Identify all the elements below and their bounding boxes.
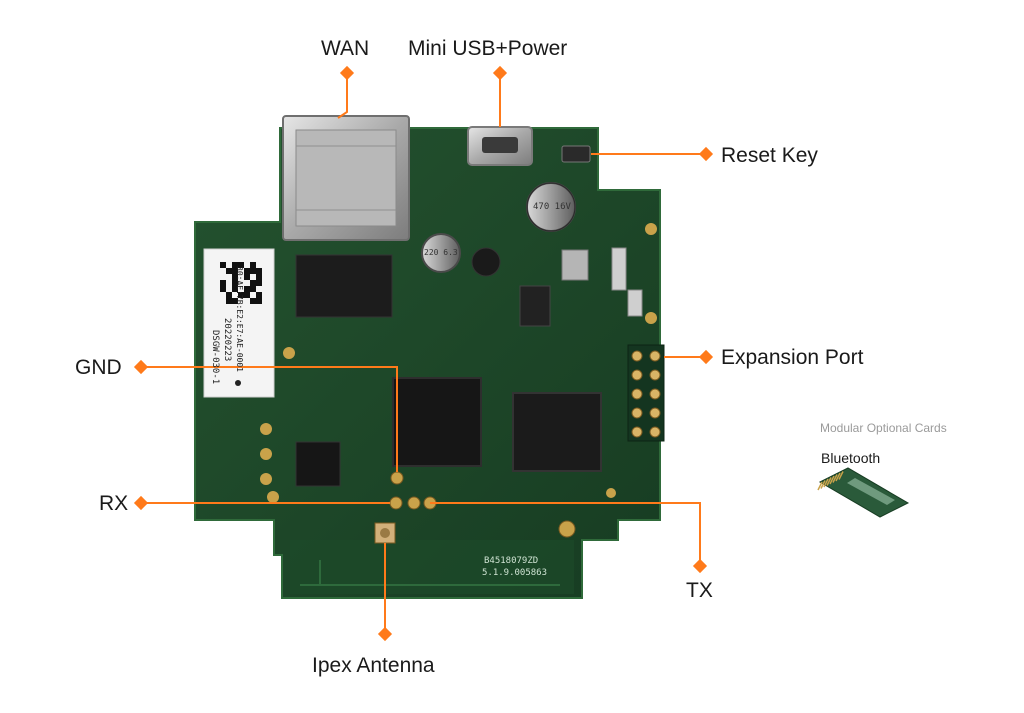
qr-code <box>220 262 262 304</box>
expansion-pin <box>631 350 643 362</box>
callout-wan: WAN <box>321 37 370 60</box>
gnd-pad <box>390 471 404 485</box>
rx-pad <box>389 496 403 510</box>
magnetics-chip <box>295 254 393 318</box>
callout-tx: TX <box>686 579 713 602</box>
callout-leaders <box>141 73 706 634</box>
rx-pad-2 <box>407 496 421 510</box>
callout-expansion-port: Expansion Port <box>721 346 864 369</box>
callout-ipex-antenna: Ipex Antenna <box>312 654 435 677</box>
callout-rx: RX <box>99 492 129 515</box>
qr-label-sticker <box>203 248 275 398</box>
callout-mini-usb-power: Mini USB+Power <box>408 37 568 60</box>
callout-gnd: GND <box>75 356 122 379</box>
expansion-pin <box>649 426 661 438</box>
pcb-version: 5.1.9.005863 <box>482 568 548 578</box>
capacitor-large-marking: 470 16V <box>533 202 571 212</box>
expansion-port-pins <box>627 344 665 442</box>
expansion-pin <box>631 407 643 419</box>
expansion-pin <box>649 350 661 362</box>
expansion-pin <box>631 426 643 438</box>
callout-markers <box>133 65 714 642</box>
sticker-model: DSGW-030-1 <box>210 330 220 385</box>
expansion-pin <box>649 388 661 400</box>
capacitor-small <box>421 233 461 273</box>
sticker-mac: 30:AE:7B:E2:E7:AE-0001 <box>235 266 244 372</box>
antenna-trace <box>300 560 560 586</box>
expansion-pin <box>631 369 643 381</box>
expansion-pin <box>631 388 643 400</box>
inductor <box>471 247 501 277</box>
sticker-date: 20220223 <box>222 318 232 362</box>
callout-reset-key: Reset Key <box>721 144 818 167</box>
wan-port-inner <box>295 129 397 227</box>
expansion-pin <box>649 407 661 419</box>
soc-chip <box>392 377 482 467</box>
pcb-serial: B4518079ZD <box>484 556 539 566</box>
modular-cards-caption: Modular Optional Cards <box>820 421 947 435</box>
memory-chip <box>512 392 602 472</box>
bluetooth-card <box>817 467 910 518</box>
bluetooth-card-label: Bluetooth <box>821 450 881 466</box>
expansion-pin <box>649 369 661 381</box>
capacitor-small-marking: 220 6.3 <box>424 248 458 257</box>
reset-key <box>561 145 591 163</box>
radio-chip <box>295 441 341 487</box>
